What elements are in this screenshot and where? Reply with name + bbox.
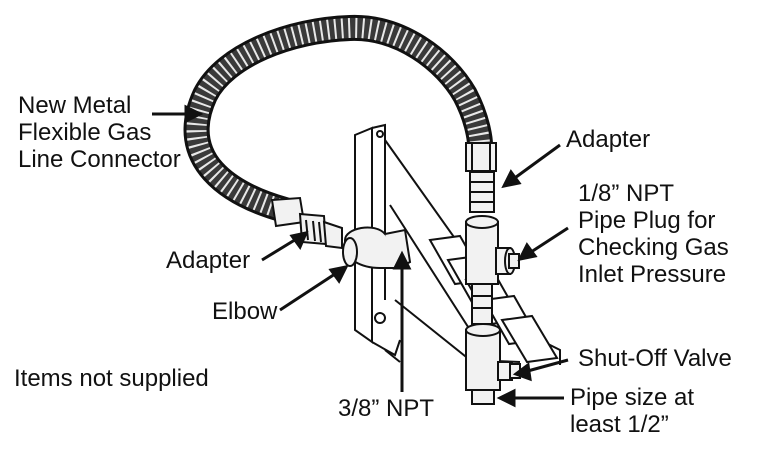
label-pipe-plug-line3: Checking Gas [578,234,729,261]
label-flex-connector-line1: New Metal [18,92,132,119]
label-pipe-plug-line4: Inlet Pressure [578,261,727,288]
label-3-8-npt: 3/8” NPT [338,395,435,422]
label-adapter-left: Adapter [166,247,251,274]
label-pipe-size-line1: Pipe size at [570,384,695,411]
label-flex-connector-line3: Line Connector [18,146,181,173]
label-pipe-size-line2: least 1/2” [570,411,669,438]
left-hose-fitting [270,196,343,250]
flexible-gas-line [183,14,493,223]
label-elbow: Elbow [212,298,278,325]
vertical-fittings [465,142,521,405]
label-pipe-plug-line2: Pipe Plug for [578,207,716,234]
leader-arrows [152,104,569,408]
label-flex-connector-line2: Flexible Gas [18,119,152,146]
label-adapter-top: Adapter [566,126,651,153]
label-shutoff-valve: Shut-Off Valve [578,345,732,372]
label-pipe-plug-line1: 1/8” NPT [578,180,675,207]
label-items-not-supplied: Items not supplied [14,365,209,392]
